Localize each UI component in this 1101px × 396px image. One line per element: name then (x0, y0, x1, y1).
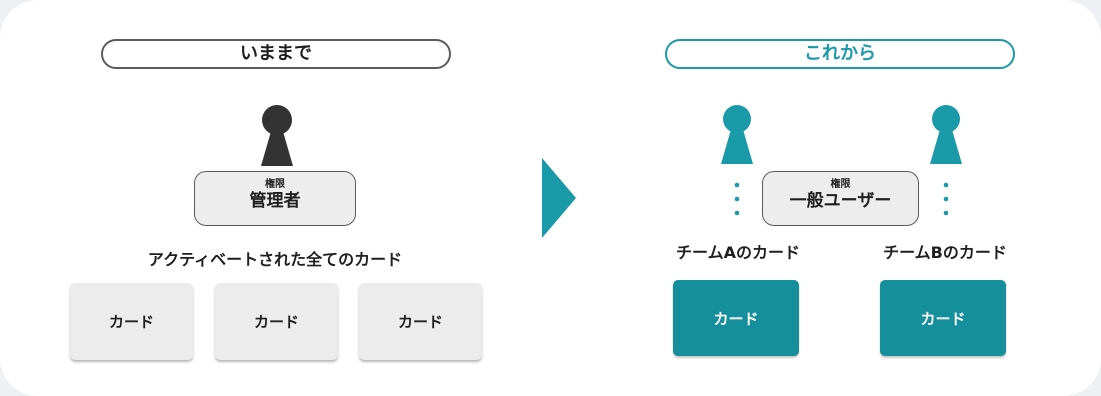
user-role-name: 一般ユーザー (789, 191, 892, 211)
left-card-3: カード (359, 283, 482, 360)
team-a-card: カード (673, 280, 799, 356)
admin-role-name: 管理者 (249, 191, 301, 211)
admin-person-icon (261, 105, 293, 166)
team-a-person-icon (721, 105, 753, 164)
admin-role-label: 権限 (265, 179, 285, 190)
team-b-dotted-connector (943, 182, 949, 216)
play-arrow-icon (542, 158, 576, 238)
left-caption: アクティベートされた全てのカード (147, 250, 403, 269)
left-card-2: カード (215, 283, 338, 360)
right-title-pill: これから (665, 39, 1015, 69)
user-role-box: 権限 一般ユーザー (762, 171, 919, 226)
left-title-pill: いままで (101, 39, 451, 69)
team-b-person-icon (930, 105, 962, 164)
team-a-caption: チームAのカード (676, 243, 800, 262)
team-b-caption: チームBのカード (883, 243, 1007, 262)
team-b-card: カード (880, 280, 1006, 356)
admin-role-box: 権限 管理者 (194, 171, 356, 226)
left-card-1: カード (70, 283, 193, 360)
team-a-dotted-connector (734, 182, 740, 216)
left-title: いままで (240, 43, 312, 64)
right-title: これから (804, 43, 876, 64)
user-role-label: 権限 (830, 179, 851, 190)
